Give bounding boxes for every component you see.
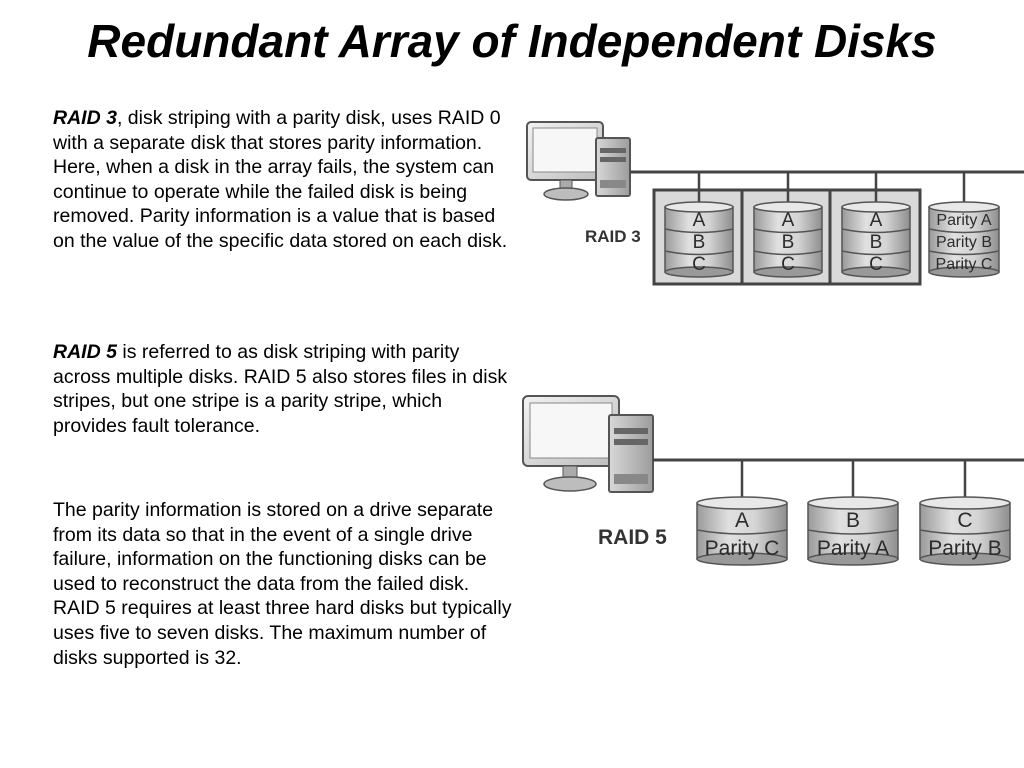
raid5-disk-2-row-1: B xyxy=(846,509,860,532)
raid3-parity-disk: Parity A Parity B Parity C xyxy=(928,201,1000,278)
slide-title: Redundant Array of Independent Disks xyxy=(87,15,937,67)
raid5-disk-3-row-2: Parity B xyxy=(928,537,1002,560)
raid5-disk-3: C Parity B xyxy=(919,496,1011,566)
raid3-parity-row-2: Parity B xyxy=(936,234,992,251)
raid3-disk-1-row-1: A xyxy=(693,210,706,231)
raid3-label: RAID 3 xyxy=(585,227,641,246)
raid5-paragraph: RAID 5 is referred to as disk striping w… xyxy=(53,340,513,438)
parity-paragraph: The parity information is stored on a dr… xyxy=(53,499,512,669)
raid5-disk-1: A Parity C xyxy=(696,496,788,566)
raid3-parity-row-3: Parity C xyxy=(936,256,993,273)
raid5-description: is referred to as disk striping with par… xyxy=(53,341,508,437)
raid5-disk-2: B Parity A xyxy=(807,496,899,566)
raid3-disk-3: A B C xyxy=(841,201,911,278)
raid5-term: RAID 5 xyxy=(53,341,117,363)
raid3-disk-1-row-3: C xyxy=(692,254,706,275)
raid3-disk-2-row-1: A xyxy=(782,210,795,231)
raid3-disk-3-row-2: B xyxy=(870,232,883,253)
raid3-disk-2-row-3: C xyxy=(781,254,795,275)
raid3-disk-2-row-2: B xyxy=(782,232,795,253)
raid3-parity-row-1: Parity A xyxy=(936,212,991,229)
raid5-disk-1-row-2: Parity C xyxy=(705,537,780,560)
raid3-disk-3-row-1: A xyxy=(870,210,883,231)
raid3-description: , disk striping with a parity disk, uses… xyxy=(53,107,508,252)
raid5-computer-icon xyxy=(522,395,654,493)
raid3-term: RAID 3 xyxy=(53,107,117,129)
raid3-computer-icon xyxy=(526,121,631,201)
raid5-disk-1-row-1: A xyxy=(735,509,749,532)
raid3-disk-2: A B C xyxy=(753,201,823,278)
raid5-disk-2-row-2: Parity A xyxy=(817,537,889,560)
raid3-disk-3-row-3: C xyxy=(869,254,883,275)
raid5-label: RAID 5 xyxy=(598,526,667,549)
raid5-disk-3-row-1: C xyxy=(957,509,972,532)
raid3-disk-1-row-2: B xyxy=(693,232,706,253)
raid3-disk-1: A B C xyxy=(664,201,734,278)
raid3-paragraph: RAID 3, disk striping with a parity disk… xyxy=(53,106,513,254)
